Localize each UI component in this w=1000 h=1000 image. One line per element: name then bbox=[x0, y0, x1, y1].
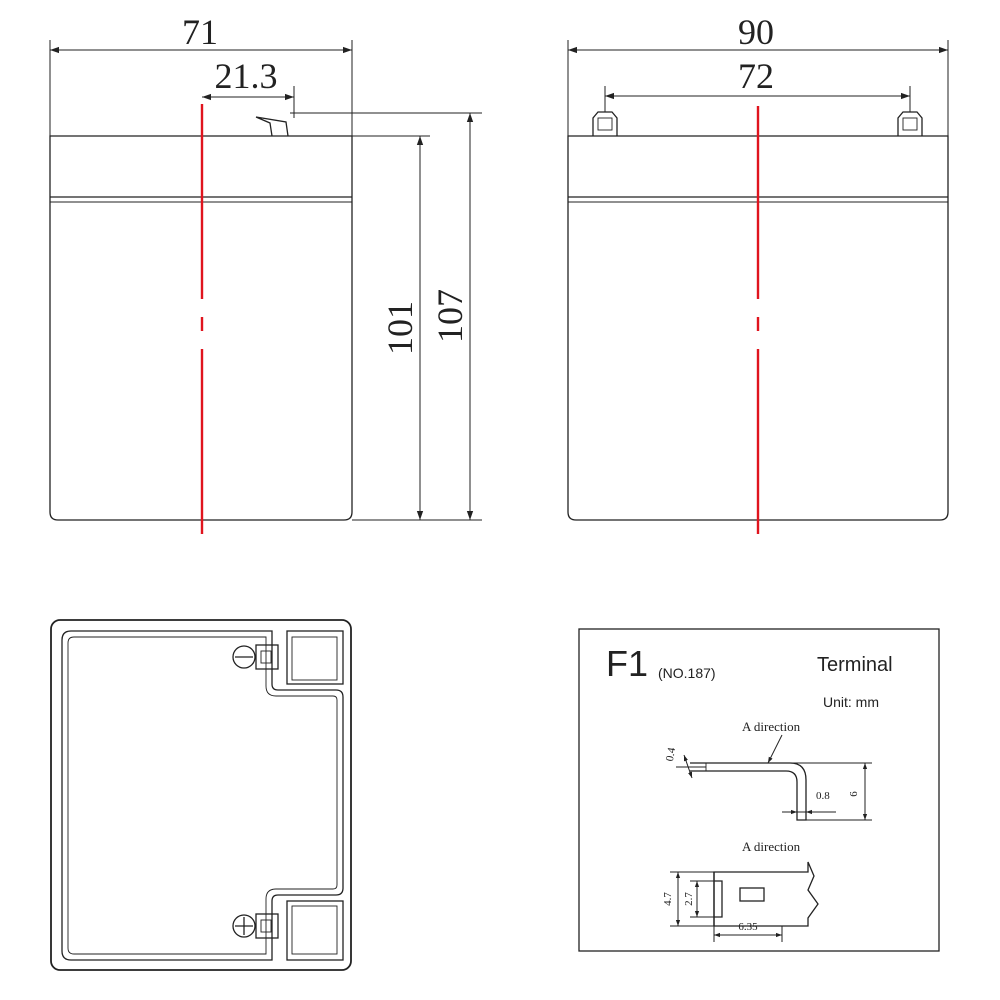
negative-terminal-icon bbox=[232, 644, 279, 670]
positive-terminal-icon bbox=[232, 913, 279, 939]
top-view-inner-outline bbox=[61, 630, 344, 961]
top-view-pocket-bottom-inner bbox=[291, 905, 338, 955]
dim-thickness-label: 0.4 bbox=[664, 746, 678, 762]
terminal-left-icon bbox=[592, 111, 618, 136]
dim-101-label: 101 bbox=[380, 301, 420, 355]
direction-label-bottom: A direction bbox=[742, 839, 801, 854]
dim-outer-label: 4.7 bbox=[662, 892, 674, 906]
dim-21-3-label: 21.3 bbox=[215, 56, 278, 96]
terminal-profile-outline bbox=[690, 762, 807, 821]
terminal-hole bbox=[739, 887, 765, 902]
top-view-outer bbox=[50, 619, 352, 971]
dim-107-label: 107 bbox=[430, 289, 470, 343]
terminal-code: F1 bbox=[606, 643, 648, 684]
top-view-inner-outline-2 bbox=[67, 636, 338, 955]
side-view-body bbox=[49, 135, 353, 521]
top-view bbox=[50, 619, 352, 971]
dim-hole-label: 2.7 bbox=[683, 892, 695, 906]
terminal-plan-tip bbox=[713, 872, 723, 926]
side-view-terminal bbox=[255, 116, 289, 137]
terminal-title: Terminal bbox=[817, 654, 893, 676]
dim-height-label: 6 bbox=[848, 791, 860, 797]
terminal-unit: Unit: mm bbox=[823, 694, 879, 710]
terminal-right-icon bbox=[897, 111, 923, 136]
terminal-plan-outline bbox=[713, 861, 819, 927]
top-view-pocket-top bbox=[286, 630, 344, 685]
dim-thickness-line bbox=[683, 754, 693, 779]
top-view-pocket-top-inner bbox=[291, 636, 338, 681]
direction-label-top: A direction bbox=[742, 719, 801, 734]
dim-72-label: 72 bbox=[738, 56, 774, 96]
direction-leader-top bbox=[767, 734, 783, 764]
dim-71-label: 71 bbox=[182, 12, 218, 52]
side-view: 71 21.3 101 107 bbox=[49, 12, 482, 534]
terminal-number: (NO.187) bbox=[658, 665, 716, 681]
front-view-body bbox=[567, 135, 949, 521]
front-view: 90 72 bbox=[567, 12, 949, 534]
terminal-detail-panel: F1 (NO.187) Terminal Unit: mm A directio… bbox=[578, 628, 940, 952]
dim-length-label: 6.35 bbox=[738, 921, 758, 933]
terminal-detail-border bbox=[578, 628, 940, 952]
top-view-pocket-bottom bbox=[286, 900, 344, 961]
dim-90-label: 90 bbox=[738, 12, 774, 52]
dim-bend-label: 0.8 bbox=[816, 790, 830, 802]
